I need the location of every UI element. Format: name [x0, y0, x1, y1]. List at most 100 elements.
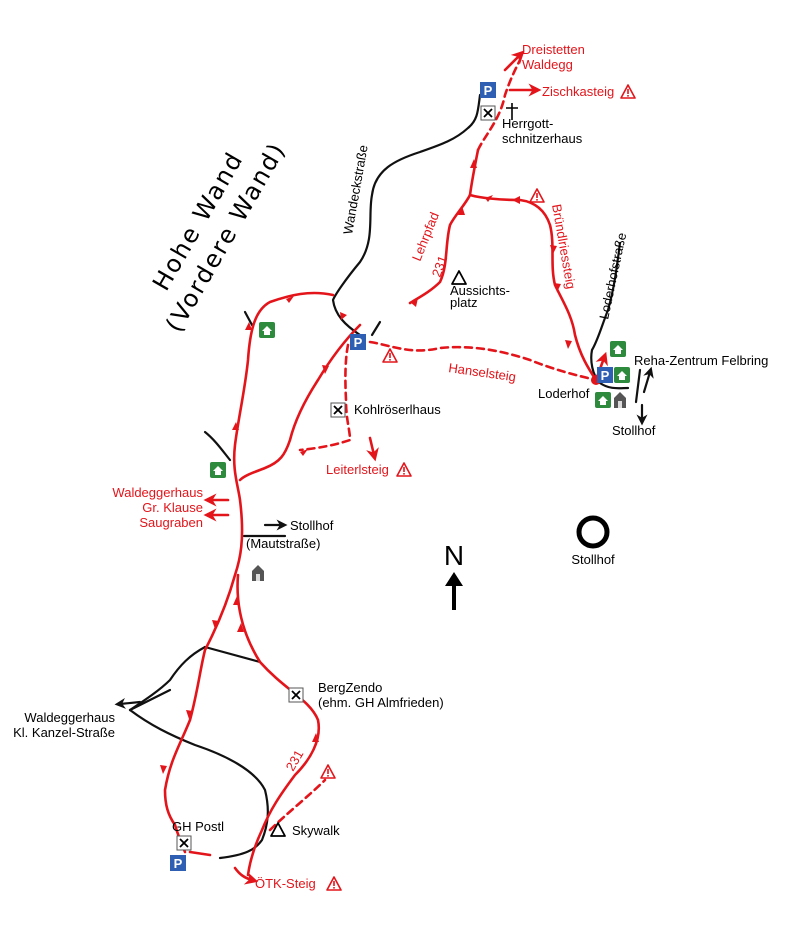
arrow-mark — [485, 195, 493, 202]
label-stollhof-east: Stollhof — [612, 423, 656, 438]
label-reha: Reha-Zentrum Felbring — [634, 353, 768, 368]
hanselsteig-trail — [368, 340, 598, 382]
arrow-mark — [565, 340, 572, 349]
shelter-icon — [610, 341, 626, 357]
loderhof-road — [590, 241, 630, 390]
arrow-mark — [186, 710, 193, 719]
main-west-trail — [163, 291, 335, 854]
upper-dash — [476, 58, 522, 152]
lehrpfad-trail — [408, 193, 472, 305]
klause-road-west — [128, 645, 207, 712]
kanzel-road — [128, 708, 269, 860]
wandeck-spur — [370, 320, 382, 337]
roads — [114, 93, 642, 860]
chapel-icon — [252, 565, 264, 581]
viewpoint-icon — [270, 822, 286, 837]
arrow-mark — [160, 765, 167, 774]
arrow-mark — [512, 196, 520, 204]
north-arrow: N — [444, 540, 464, 610]
warning-triangle-icon — [382, 348, 398, 363]
mid-west-spur — [203, 430, 232, 462]
trails — [163, 50, 608, 885]
label-aussichtsplatz-2: platz — [450, 295, 477, 310]
label-aussichtsplatz-1: Aussichts- — [450, 283, 510, 298]
cross-icon — [506, 103, 518, 120]
oetk-link — [233, 866, 259, 885]
labels: Dreistetten Waldegg Zischkasteig Herrgot… — [13, 42, 768, 891]
label-waldeggerhaus-gr-2: Gr. Klause — [142, 500, 203, 515]
label-waldeggerhaus-gr-1: Waldeggerhaus — [112, 485, 203, 500]
label-mautstrasse: (Mautstraße) — [246, 536, 320, 551]
warning-triangle-icon — [396, 462, 412, 477]
leiterlsteig-dash — [298, 343, 352, 452]
arrow-mark — [232, 422, 239, 430]
arrow-mark — [300, 449, 308, 456]
label-trail-231: 231 — [429, 254, 451, 280]
arrow-mark — [212, 620, 219, 629]
parking-icon — [480, 82, 496, 98]
label-dreistetten-2: Waldegg — [522, 57, 573, 72]
arrow-mark — [245, 322, 252, 330]
wandeck-road — [331, 93, 482, 337]
label-wandeckstrasse: Wandeckstraße — [340, 144, 370, 236]
arrow-mark — [470, 159, 477, 168]
icons — [170, 82, 636, 891]
label-hanselsteig: Hanselsteig — [448, 360, 517, 384]
shelter-icon — [614, 367, 630, 383]
arrow-mark — [237, 623, 244, 632]
restaurant-icon — [330, 402, 346, 418]
reha-arrow — [642, 366, 654, 394]
label-zischkasteig: Zischkasteig — [542, 84, 614, 99]
restaurant-icon — [176, 835, 192, 851]
label-leiterlsteig: Leiterlsteig — [326, 462, 389, 477]
label-gh-postl: GH Postl — [172, 819, 224, 834]
parking-icon — [597, 367, 613, 383]
arrow-mark — [233, 596, 240, 605]
label-waldeggerhaus-kl-1: Waldeggerhaus — [24, 710, 115, 725]
label-waldeggerhaus-gr-3: Saugraben — [139, 515, 203, 530]
arrow-mark — [554, 283, 561, 292]
arrow-mark — [550, 245, 557, 254]
label-skywalk: Skywalk — [292, 823, 340, 838]
arrow-mark — [410, 298, 418, 307]
kanzel-spur — [128, 688, 172, 712]
label-waldeggerhaus-kl-2: Kl. Kanzel-Straße — [13, 725, 115, 740]
waldegger-road-arrow — [114, 697, 142, 709]
stollhof-circle-symbol — [576, 515, 610, 549]
parking-icon — [350, 334, 366, 350]
north-label: N — [444, 540, 464, 571]
upper-trail — [468, 148, 480, 197]
label-bergzendo-1: BergZendo — [318, 680, 382, 695]
label-stollhof-road: Stollhof — [290, 518, 334, 533]
parking-icon — [170, 855, 186, 871]
label-loderhofstrasse: Loderhofstraße — [596, 231, 629, 320]
warning-triangle-icon — [529, 188, 545, 203]
upper-west-spur — [243, 310, 254, 327]
shelter-icon — [210, 462, 226, 478]
kohlroeserl-trail — [238, 323, 362, 482]
skywalk-link — [268, 778, 327, 832]
dreistetten-arrow — [503, 50, 525, 72]
arrow-mark — [322, 365, 329, 374]
arrow-mark — [340, 312, 347, 320]
label-bergzendo-2: (ehm. GH Almfrieden) — [318, 695, 444, 710]
arrow-mark — [286, 296, 294, 303]
stollhof-circle-label: Stollhof — [571, 552, 615, 567]
cross-road — [203, 645, 262, 664]
label-loderhof: Loderhof — [538, 386, 590, 401]
leiterlsteig-arrow — [366, 436, 379, 462]
label-herrgott-2: schnitzerhaus — [502, 131, 583, 146]
label-dreistetten-1: Dreistetten — [522, 42, 585, 57]
warning-triangle-icon — [320, 764, 336, 779]
chapel-icon — [614, 392, 626, 408]
felbring-road — [634, 368, 642, 404]
label-kohlroeserlhaus: Kohlröserlhaus — [354, 402, 441, 417]
arrow-mark — [458, 206, 465, 215]
label-trail-231-south: 231 — [283, 747, 307, 773]
warning-triangle-icon — [620, 84, 636, 99]
direction-arrows — [160, 159, 572, 774]
label-herrgott-1: Herrgott- — [502, 116, 553, 131]
shelter-icon — [595, 392, 611, 408]
postl-link — [188, 850, 212, 857]
